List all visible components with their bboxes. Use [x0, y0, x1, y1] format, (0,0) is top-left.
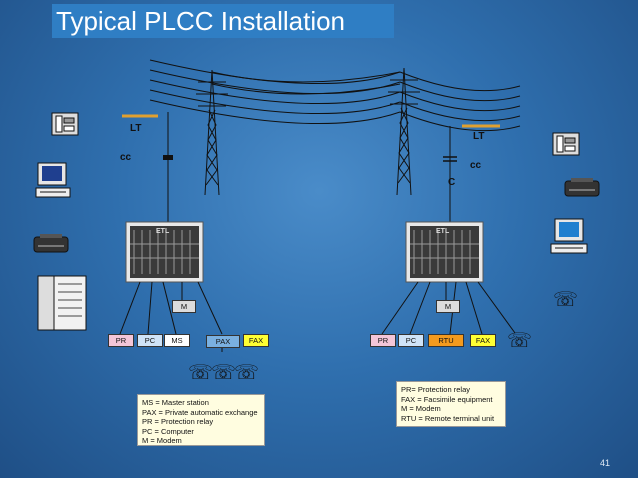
pc-box-left: PC [137, 334, 163, 347]
pr-box-left: PR [108, 334, 134, 347]
legend-left: MS = Master station PAX = Private automa… [137, 394, 265, 446]
pr-box-right: PR [370, 334, 396, 347]
coupling-cap-label-left: cc [120, 152, 132, 163]
fax-icon [552, 132, 580, 156]
computer-icon [550, 218, 588, 254]
line-trap-label-right: LT [473, 131, 485, 142]
legend-left-line: M = Modem [142, 436, 182, 445]
legend-right-line: FAX = Facsimile equipment [401, 394, 493, 404]
legend-left-line: PC = Computer [142, 426, 194, 436]
telephone-icon: ☏ [234, 362, 260, 384]
telephone-icon: ☏ [507, 330, 533, 352]
fax-box-left: FAX [243, 334, 269, 347]
transmission-tower-icon [196, 69, 228, 196]
legend-left-line: PR = Protection relay [142, 417, 214, 426]
legend-right-line: M = Modem [401, 404, 441, 413]
ms-box: MS [164, 334, 190, 347]
connections-left [119, 281, 223, 352]
legend-right-line: RTU = Remote terminal unit [401, 413, 495, 423]
transmission-lines [149, 59, 521, 132]
printer-icon [564, 178, 600, 197]
pax-box: PAX [206, 335, 240, 348]
legend-right-line: PR= Protection relay [401, 385, 470, 394]
legend-left-line: PAX = Private automatic exchange [142, 407, 258, 417]
fax-box-right: FAX [470, 334, 496, 347]
printer-icon [33, 234, 69, 253]
etl-panel-icon [405, 221, 484, 283]
cap-symbol-label: C [448, 177, 456, 188]
coupling-capacitor-left [163, 155, 173, 160]
pc-box-right: PC [398, 334, 424, 347]
page-number: 41 [599, 458, 610, 468]
coupling-cap-label-right: cc [470, 160, 482, 171]
telephone-icon: ☏ [553, 289, 579, 311]
legend-right: PR= Protection relay FAX = Facsimile equ… [396, 381, 506, 427]
telephone-icon: ☏ [211, 362, 237, 384]
line-trap-label-left: LT [130, 123, 142, 134]
modem-box-right: M [436, 300, 460, 313]
telephone-icon: ☏ [188, 362, 214, 384]
fax-icon [51, 112, 79, 136]
etl-label-right: ETL [436, 228, 450, 235]
rtu-box: RTU [428, 334, 464, 347]
etl-label-left: ETL [156, 228, 170, 235]
mainframe-icon [37, 275, 87, 331]
slide-title: Typical PLCC Installation [52, 4, 394, 38]
transmission-tower-icon [388, 67, 420, 196]
etl-panel-icon [125, 221, 204, 283]
modem-box-left: M [172, 300, 196, 313]
computer-icon [35, 162, 71, 198]
legend-left-line: MS = Master station [142, 398, 209, 407]
